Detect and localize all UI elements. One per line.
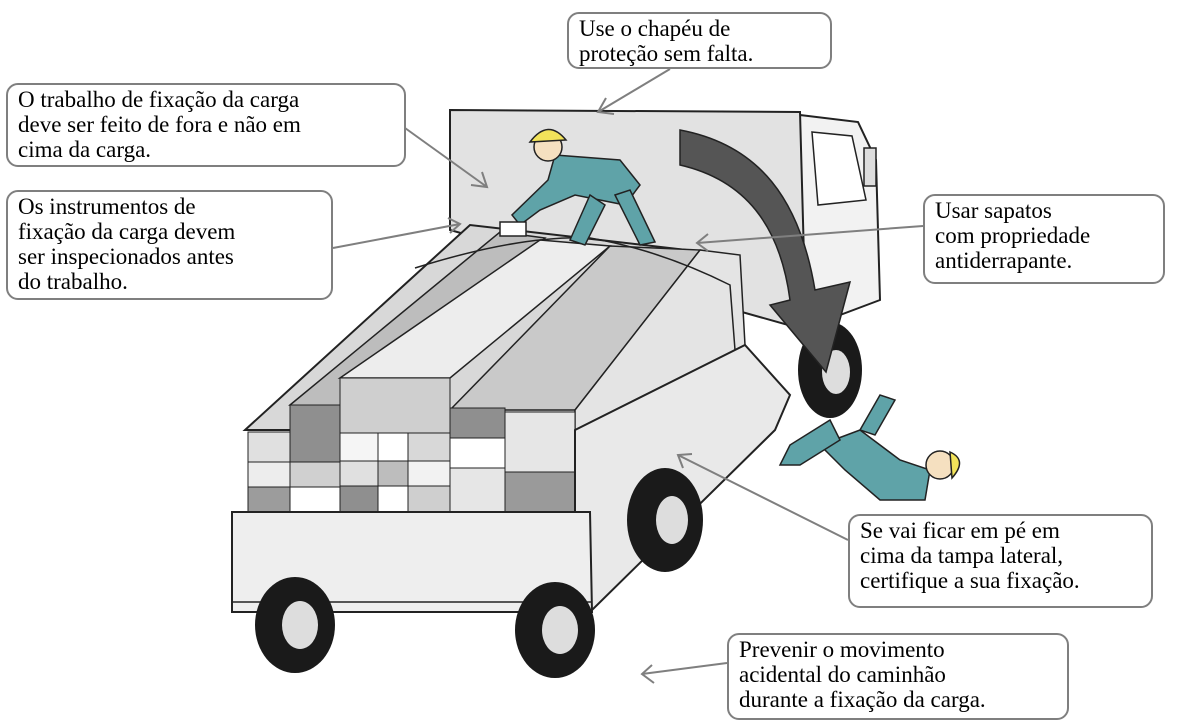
callout-helmet: Use o chapéu de proteção sem falta.	[567, 12, 832, 69]
fall-direction-arrow	[679, 129, 852, 374]
callout-truck-movement: Prevenir o movimento acidental do caminh…	[727, 633, 1069, 720]
truck-cabin	[799, 113, 882, 332]
callout-fixation-outside: O trabalho de fixação da carga deve ser …	[6, 83, 406, 167]
callout-side-gate: Se vai ficar em pé em cima da tampa late…	[848, 514, 1153, 608]
cargo-rear-boxes	[247, 377, 576, 513]
worker-on-cargo	[499, 128, 657, 246]
callout-instruments-inspection: Os instrumentos de fixação da carga deve…	[6, 190, 333, 300]
truck-wheels	[255, 322, 862, 678]
leader-lines	[332, 68, 924, 684]
falling-worker	[778, 394, 961, 501]
callout-antislip-shoes: Usar sapatos com propriedade antiderrapa…	[923, 194, 1165, 284]
